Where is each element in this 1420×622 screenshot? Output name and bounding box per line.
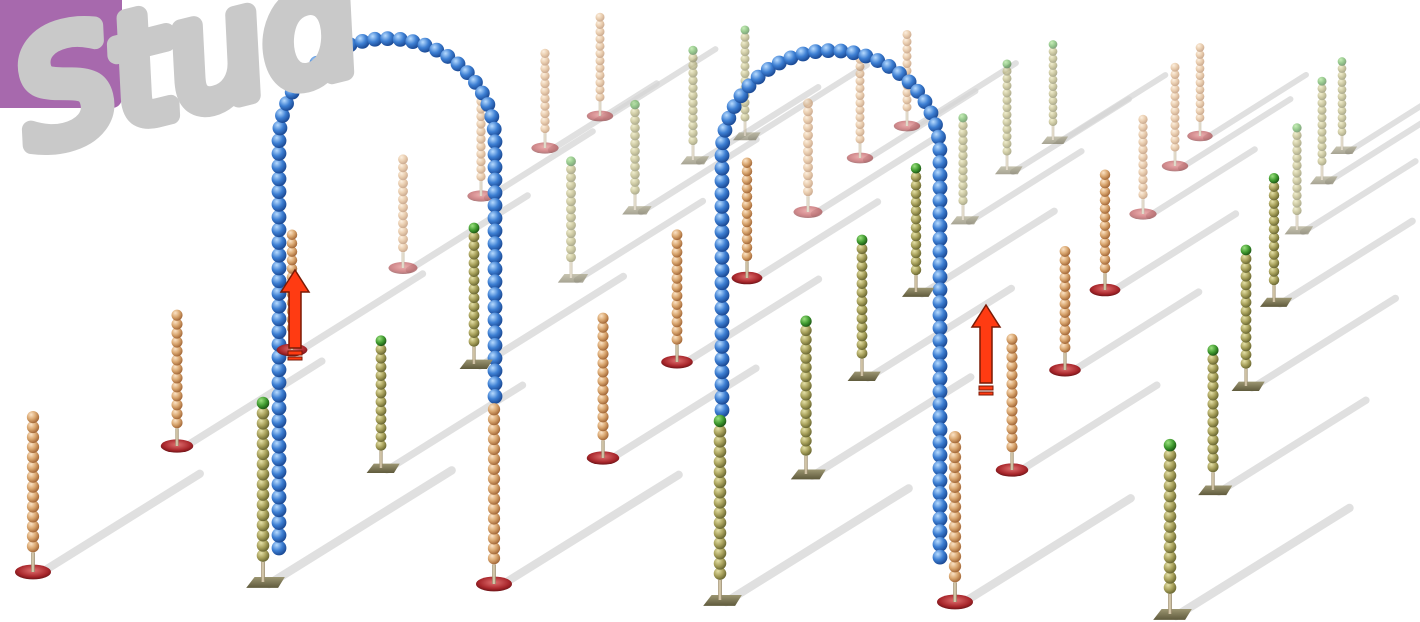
- bead-strand-icon: [1187, 43, 1213, 142]
- bead-strand-icon: [246, 396, 285, 588]
- background-strands: [388, 12, 1358, 283]
- bead-strand-icon: [586, 312, 620, 465]
- arrow-markers: [279, 268, 1002, 396]
- bead-strand-icon: [160, 309, 194, 453]
- bead-strand-icon: [1310, 76, 1338, 185]
- bead-strand-icon: [467, 96, 495, 202]
- bead-strand-icon: [586, 12, 614, 122]
- bead-strand-icon: [950, 113, 980, 225]
- bead-strand-icon: [793, 98, 823, 218]
- bead-strand-icon: [1260, 173, 1293, 307]
- bead-strand-icon: [703, 414, 742, 606]
- bead-strand-icon: [1284, 123, 1314, 235]
- bead-strand-icon: [995, 333, 1029, 477]
- bead-strand-icon: [622, 99, 652, 215]
- bead-strand-icon: [790, 315, 826, 480]
- watermark-logo: Stud: [0, 0, 385, 180]
- bead-strand-icon: [1049, 246, 1081, 377]
- bead-strand-icon: [388, 154, 418, 274]
- bead-strand-icon: [680, 45, 710, 165]
- dna-arch-icon: [271, 31, 503, 556]
- bead-strand-icon: [1089, 169, 1121, 297]
- bead-strand-icon: [1129, 114, 1157, 220]
- shadow-layer: [34, 46, 1420, 621]
- foreground-strands: [14, 157, 1293, 620]
- bead-strand-icon: [459, 222, 493, 370]
- bead-strand-icon: [1161, 62, 1189, 172]
- bead-strand-icon: [661, 229, 693, 369]
- bead-strand-icon: [14, 410, 52, 580]
- blue-arch-strands: [271, 31, 948, 565]
- bead-strand-icon: [1231, 244, 1265, 392]
- arrow-up-icon: [970, 303, 1002, 396]
- bead-strand-icon: [1153, 438, 1192, 620]
- watermark-text: Stud: [0, 0, 376, 180]
- bead-strand-icon: [847, 234, 881, 382]
- arrow-up-icon: [279, 268, 311, 361]
- bead-strand-icon: [995, 59, 1023, 175]
- bead-strand-icon: [902, 163, 935, 297]
- bead-strand-icon: [936, 431, 974, 610]
- watermark-tab: [0, 0, 122, 108]
- bead-strand-icon: [475, 403, 513, 592]
- bead-strand-icon: [731, 157, 763, 285]
- bead-strand-icon: [531, 48, 559, 154]
- bead-strand-icon: [1041, 40, 1069, 145]
- bead-strand-icon: [1330, 57, 1358, 155]
- bead-strand-icon: [366, 335, 400, 474]
- bead-strand-icon: [1198, 344, 1233, 496]
- dna-arch-icon: [714, 43, 948, 565]
- bead-strand-icon: [846, 54, 874, 164]
- bead-strand-icon: [557, 156, 589, 283]
